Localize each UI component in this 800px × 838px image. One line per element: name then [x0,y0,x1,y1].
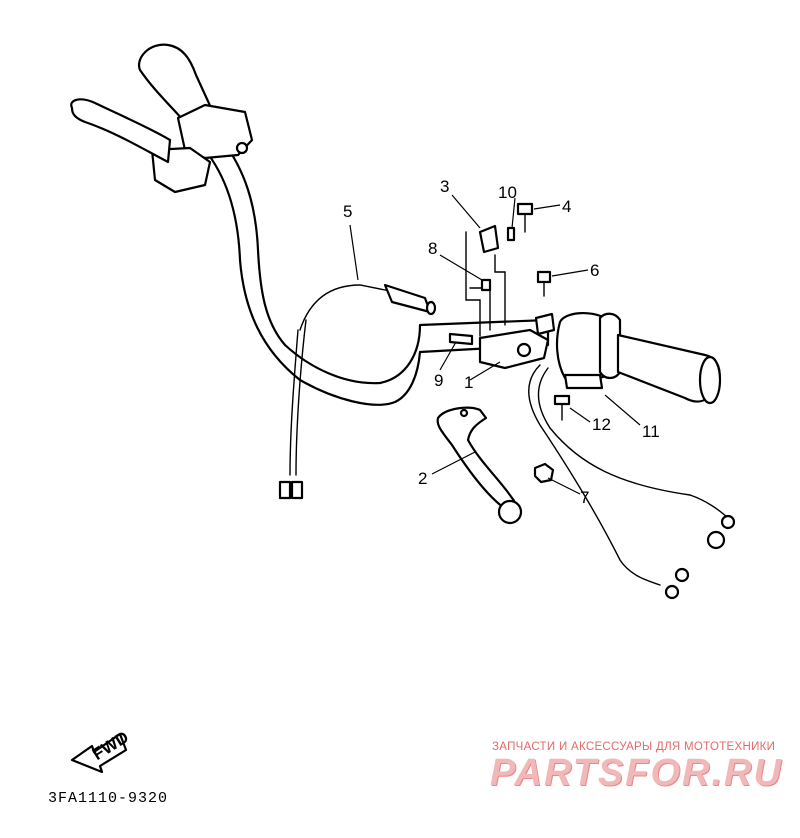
callout-9: 9 [434,371,443,390]
callout-7: 7 [580,488,589,507]
callout-5: 5 [343,202,352,221]
part-code: 3FA1110-9320 [48,790,169,807]
callout-6: 6 [590,261,599,280]
right-switch-assembly [555,312,722,405]
watermark-tagline: ЗАПЧАСТИ И АКСЕССУАРЫ ДЛЯ МОТОТЕХНИКИ [492,741,776,753]
fwd-arrow-icon: FWD [70,727,132,774]
clutch-lever [436,406,523,525]
fasteners [448,202,571,484]
callout-4: 4 [562,197,571,216]
switch-harness [528,364,736,600]
callout-2: 2 [418,469,427,488]
lever-holder [478,312,556,370]
clutch-switch-cable [278,283,437,500]
watermark-brand: PARTSFOR.RU [490,752,783,794]
switch-part [465,224,506,337]
callout-12: 12 [592,415,611,434]
callout-11: 11 [642,422,660,441]
callout-3: 3 [440,177,449,196]
callout-8: 8 [428,239,437,258]
callout-10: 10 [498,183,517,202]
left-grip-assembly [70,43,254,194]
callout-labels: 1 2 3 4 5 6 7 8 9 10 11 12 [343,177,660,507]
callout-1: 1 [464,373,473,392]
leader-lines [349,194,641,495]
